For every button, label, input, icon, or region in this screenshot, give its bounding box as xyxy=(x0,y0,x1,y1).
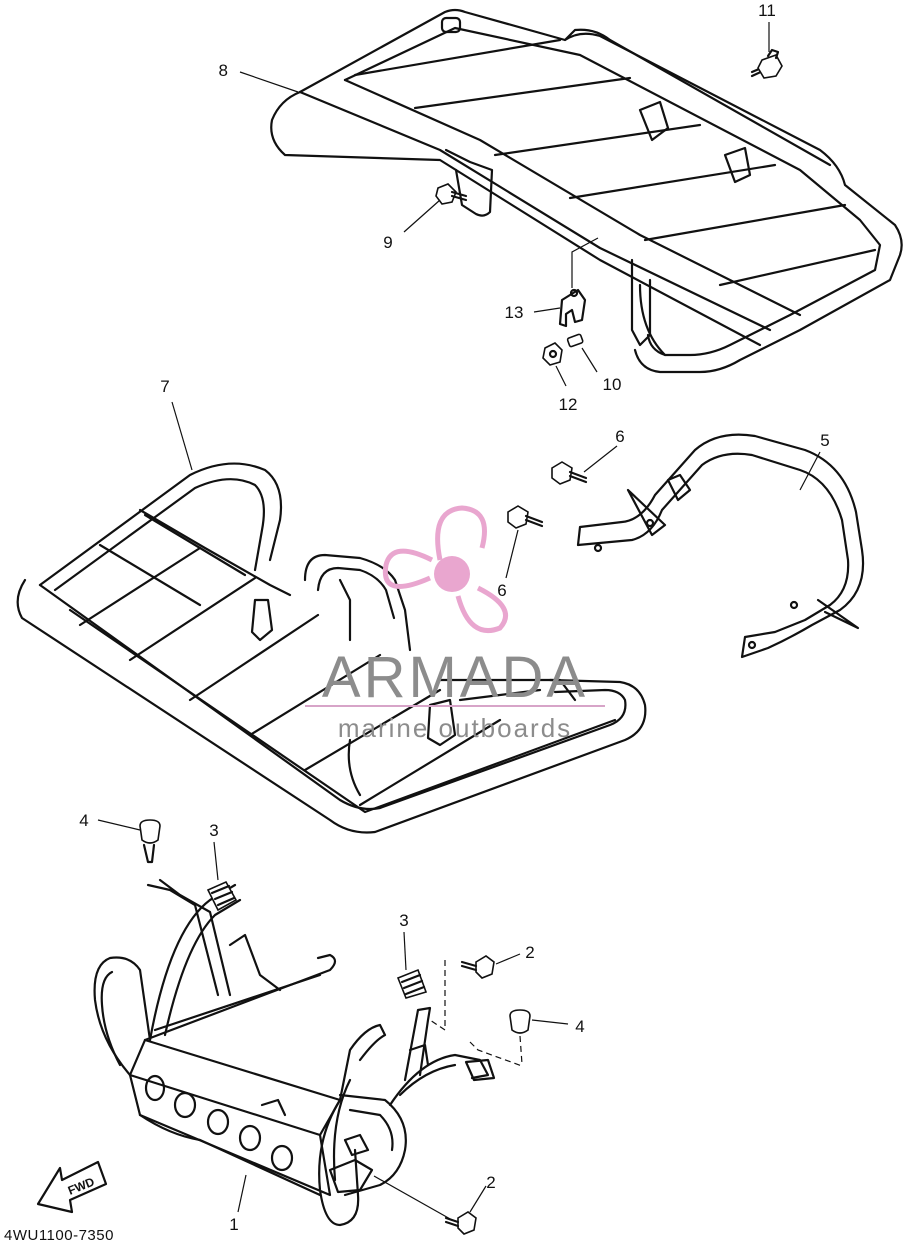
bolt-6-lower xyxy=(507,505,544,529)
armada-logo: ARMADA marine outboards xyxy=(305,505,605,743)
callout-label: 13 xyxy=(505,303,524,322)
diagram-part-code: 4WU1100-7350 xyxy=(4,1227,114,1244)
cap-4-upper xyxy=(139,819,161,864)
bolt-11 xyxy=(750,48,783,79)
callout-label: 8 xyxy=(219,61,228,80)
callout-label: 3 xyxy=(399,911,408,930)
leader-lines xyxy=(97,22,821,1221)
clip-13 xyxy=(558,288,587,328)
front-guard xyxy=(93,878,496,1227)
callout-label: 2 xyxy=(486,1173,495,1192)
callout-label: 6 xyxy=(615,427,624,446)
callout-label: 6 xyxy=(497,581,506,600)
callout-label: 3 xyxy=(209,821,218,840)
bolt-2-lower xyxy=(444,1211,477,1235)
callout-label: 10 xyxy=(603,375,622,394)
rubber-3-lower xyxy=(396,968,428,999)
callout-labels: 8 11 9 13 10 12 7 5 6 6 4 3 3 2 4 2 1 xyxy=(79,1,829,1234)
logo-tagline: marine outboards xyxy=(338,713,572,743)
cap-4-lower xyxy=(509,1009,531,1034)
callout-label: 5 xyxy=(820,431,829,450)
rubber-3-upper xyxy=(206,880,238,912)
bolt-2-upper xyxy=(460,955,495,979)
callout-label: 2 xyxy=(525,943,534,962)
logo-brand: ARMADA xyxy=(322,645,588,710)
callout-label: 9 xyxy=(383,233,392,252)
callout-label: 7 xyxy=(160,377,169,396)
rear-stay xyxy=(576,433,865,659)
bolt-9 xyxy=(435,183,468,205)
fwd-arrow: FWD xyxy=(36,1160,108,1214)
front-carrier xyxy=(16,462,647,834)
callout-label: 11 xyxy=(758,1,776,20)
callout-label: 4 xyxy=(575,1017,584,1036)
callout-label: 1 xyxy=(229,1215,238,1234)
callout-label: 4 xyxy=(79,811,88,830)
bolt-6-upper xyxy=(551,461,588,485)
nut-12 xyxy=(542,342,563,366)
callout-label: 12 xyxy=(559,395,578,414)
hardware xyxy=(139,48,783,1235)
rear-carrier xyxy=(270,8,903,374)
collar-10 xyxy=(566,333,584,348)
propeller-icon xyxy=(382,505,508,634)
